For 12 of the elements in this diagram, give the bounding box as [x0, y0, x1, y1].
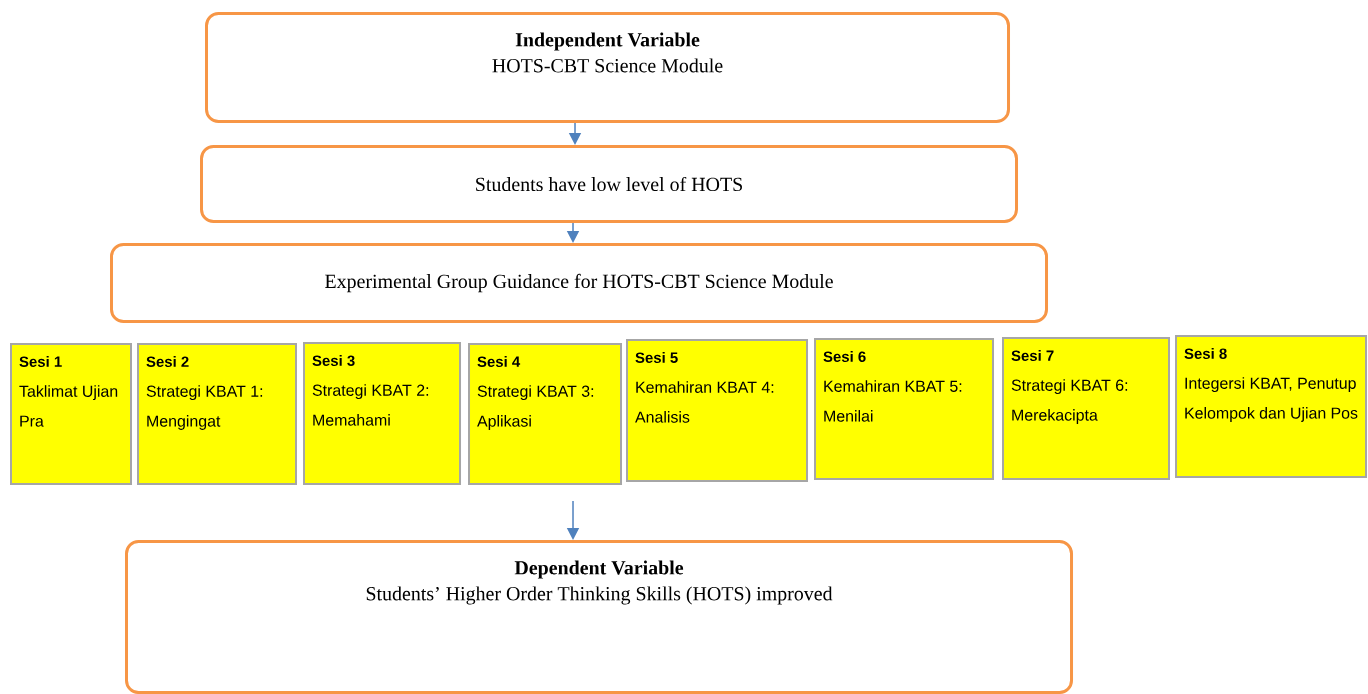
- session-box: Sesi 6 Kemahiran KBAT 5: Menilai: [814, 338, 994, 480]
- variable-box: Independent Variable HOTS-CBT Science Module: [205, 12, 1010, 123]
- variable-box: Dependent Variable Students’ Higher Order Thinking Skills (HOTS) improved: [125, 540, 1073, 694]
- session-box: Sesi 1 Taklimat Ujian Pra: [10, 343, 132, 485]
- session-box: Sesi 2 Strategi KBAT 1: Mengingat: [137, 343, 297, 485]
- session-box: Sesi 8 Integersi KBAT, Penutup Kelompok dan Ujian Pos: [1175, 335, 1367, 478]
- process-box: Experimental Group Guidance for HOTS-CBT Science Module: [110, 243, 1048, 323]
- session-box: Sesi 3 Strategi KBAT 2: Memahami: [303, 342, 461, 485]
- process-box: Students have low level of HOTS: [200, 145, 1018, 223]
- session-box: Sesi 4 Strategi KBAT 3: Aplikasi: [468, 343, 622, 485]
- session-box: Sesi 7 Strategi KBAT 6: Merekacipta: [1002, 337, 1170, 480]
- session-box: Sesi 5 Kemahiran KBAT 4: Analisis: [626, 339, 808, 482]
